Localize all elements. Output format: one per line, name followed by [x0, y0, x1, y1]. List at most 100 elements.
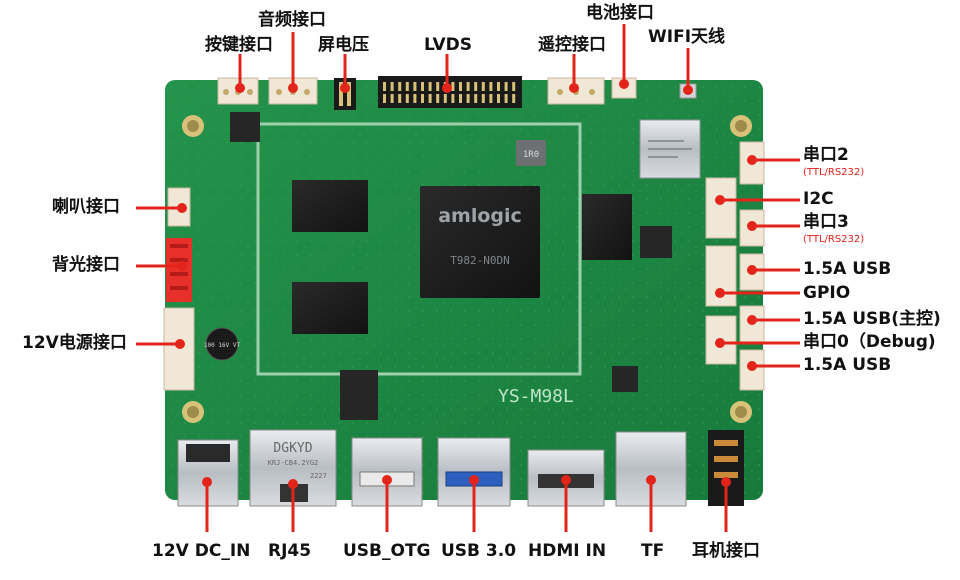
- label-uart2-sub: (TTL/RS232): [803, 167, 865, 178]
- ram-chip: [292, 282, 368, 334]
- callout-dot: [177, 203, 187, 213]
- label-hdmi-in: HDMI IN: [528, 541, 607, 561]
- callout-dot: [715, 288, 725, 298]
- callout-dot: [175, 339, 185, 349]
- mounting-hole: [182, 115, 204, 137]
- label-uart3: 串口3: [803, 212, 849, 232]
- callout-dot: [442, 83, 452, 93]
- rj45-code: 2227: [310, 472, 327, 480]
- small-ic: [340, 370, 378, 420]
- callout-dot: [715, 338, 725, 348]
- mounting-hole: [182, 401, 204, 423]
- core-module-outline: [256, 122, 582, 376]
- small-ic: [640, 226, 672, 258]
- lvds-pin: [405, 94, 409, 103]
- label-usb3: USB 3.0: [441, 541, 517, 561]
- callout-dot: [340, 83, 350, 93]
- label-i2c: I2C: [803, 189, 834, 209]
- callout-dot: [747, 221, 757, 231]
- callout-dot: [747, 315, 757, 325]
- label-dc-in: 12V DC_IN: [152, 541, 251, 561]
- rj45-part: KRJ-CB4.2YG2: [268, 459, 319, 467]
- inductor-label: 1R0: [523, 150, 539, 160]
- lvds-pin: [428, 94, 432, 103]
- label-screen-voltage: 屏电压: [318, 35, 369, 55]
- callout-dot: [569, 83, 579, 93]
- lvds-pin: [451, 82, 455, 91]
- lvds-pin: [504, 94, 508, 103]
- callout-dot: [288, 83, 298, 93]
- label-usb-2: 1.5A USB: [803, 355, 892, 375]
- label-button-port: 按键接口: [205, 35, 273, 55]
- soc-part: T982-N0DN: [450, 254, 510, 267]
- callout-dot: [235, 83, 245, 93]
- callout-dot: [382, 475, 392, 485]
- callout-dot: [469, 475, 479, 485]
- right-header-i2c: [705, 177, 737, 239]
- callout-dot: [715, 195, 725, 205]
- label-uart2: 串口2: [803, 145, 849, 165]
- callout-dot: [646, 475, 656, 485]
- screen-voltage-header: [334, 78, 356, 110]
- soc-brand: amlogic: [438, 205, 522, 227]
- label-battery-port: 电池接口: [586, 3, 654, 23]
- label-lvds: LVDS: [424, 35, 473, 55]
- lvds-pin: [474, 82, 478, 91]
- label-earphone-port: 耳机接口: [692, 541, 760, 561]
- soc-chip: amlogic T982-N0DN: [420, 186, 540, 298]
- lvds-pin: [436, 82, 440, 91]
- label-wifi-antenna: WIFI天线: [648, 27, 726, 47]
- mounting-hole: [730, 401, 752, 423]
- callout-dot: [721, 477, 731, 487]
- lvds-pin: [383, 94, 386, 103]
- rj45-brand: DGKYD: [273, 441, 312, 456]
- label-audio-port: 音频接口: [258, 10, 326, 30]
- callouts: [136, 24, 800, 532]
- lvds-pin: [390, 82, 394, 91]
- capacitor: 100 16V VT: [204, 327, 241, 361]
- label-uart0: 串口0（Debug): [803, 332, 936, 352]
- callout-dots: [175, 79, 757, 489]
- wifi-module: [639, 119, 701, 179]
- lvds-pin: [489, 94, 493, 103]
- label-remote-port: 遥控接口: [538, 35, 606, 55]
- callout-dot: [561, 475, 571, 485]
- emmc-chip: [582, 194, 632, 260]
- lvds-pin: [413, 94, 417, 103]
- small-ic: [230, 112, 260, 142]
- lvds-pin: [421, 82, 424, 91]
- power-12v-connector: [163, 307, 195, 391]
- lvds-header: [378, 76, 522, 108]
- label-rj45: RJ45: [268, 541, 312, 561]
- lvds-pin: [383, 82, 386, 91]
- right-header-usb-1: [739, 253, 765, 291]
- label-usb-host: 1.5A USB(主控): [803, 309, 941, 329]
- board-model: YS-M98L: [498, 386, 574, 407]
- callout-dot: [747, 361, 757, 371]
- callout-dot: [202, 477, 212, 487]
- ram-chip: [292, 180, 368, 232]
- lvds-pin: [466, 94, 470, 103]
- lvds-pin: [497, 94, 500, 103]
- lvds-pin: [398, 82, 402, 91]
- callout-dot: [747, 155, 757, 165]
- lvds-pin: [413, 82, 417, 91]
- lvds-pin: [481, 94, 485, 103]
- small-ic: [612, 366, 638, 392]
- callout-dot: [683, 85, 693, 95]
- lvds-pin: [466, 82, 470, 91]
- lvds-pin: [428, 82, 432, 91]
- lvds-pin: [443, 94, 447, 103]
- capacitor-label: 100 16V VT: [204, 342, 241, 349]
- mounting-hole: [730, 115, 752, 137]
- label-usb-otg: USB_OTG: [343, 541, 431, 561]
- lvds-pin: [459, 82, 462, 91]
- inductor: 1R0: [516, 140, 546, 166]
- lvds-pin: [474, 94, 478, 103]
- dc-jack: [177, 439, 239, 507]
- lvds-pin: [497, 82, 500, 91]
- lvds-pin: [481, 82, 485, 91]
- lvds-pin: [512, 82, 516, 91]
- lvds-pin: [504, 82, 508, 91]
